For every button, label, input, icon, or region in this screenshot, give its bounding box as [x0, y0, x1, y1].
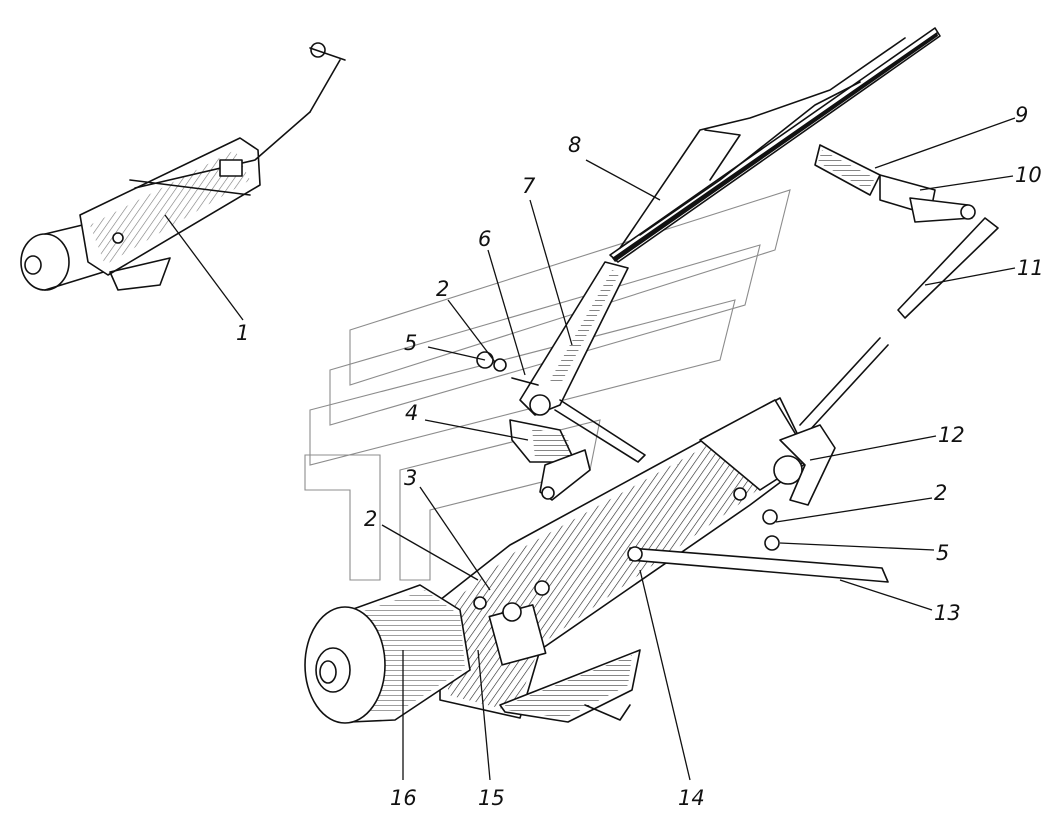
wiper-arm [511, 261, 646, 463]
drive-rod [627, 546, 889, 583]
callout-14: 14 [678, 786, 705, 810]
callout-2-top: 2 [436, 277, 449, 301]
callout-2-right: 2 [934, 481, 947, 505]
wiper-bearing [509, 419, 591, 501]
motor-gearbox-housing [439, 397, 836, 723]
callout-11: 11 [1017, 256, 1044, 280]
callout-15: 15 [478, 786, 505, 810]
callout-7: 7 [522, 174, 536, 198]
leader-lines [164, 117, 1016, 781]
callout-9: 9 [1015, 103, 1028, 127]
callout-3: 3 [404, 466, 417, 490]
callout-2-left: 2 [364, 507, 377, 531]
fasteners [476, 351, 780, 551]
callout-5-top: 5 [404, 331, 417, 355]
wiper-blade [609, 27, 941, 263]
callout-13: 13 [934, 601, 961, 625]
callout-12: 12 [938, 423, 965, 447]
callout-16: 16 [390, 786, 417, 810]
electric-motor [304, 584, 471, 724]
callout-8: 8 [568, 133, 581, 157]
callout-labels: 1 2 5 6 7 8 9 10 11 4 12 3 2 2 5 13 16 1… [236, 103, 1044, 810]
callout-5-right: 5 [936, 541, 949, 565]
callout-1: 1 [236, 321, 249, 345]
right-spindle [814, 144, 976, 223]
overview-assembly [20, 42, 346, 291]
callout-4: 4 [405, 401, 418, 425]
callout-10: 10 [1015, 163, 1042, 187]
callout-6: 6 [478, 227, 491, 251]
connecting-link [799, 217, 999, 433]
